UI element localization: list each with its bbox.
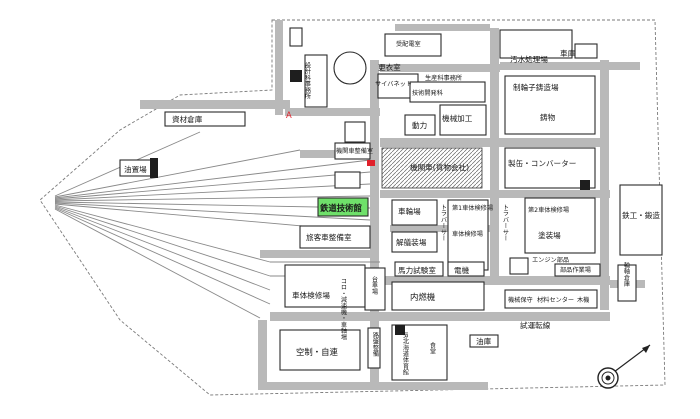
label-roadbed: 路盤整備	[372, 331, 379, 358]
wheel-shop-building	[391, 199, 438, 226]
label-traverser2: トラバーサー	[502, 204, 509, 241]
diesel-building	[391, 281, 485, 311]
label-woodwork: 木機	[577, 296, 589, 304]
label-test-run: 試運転線	[520, 320, 551, 330]
small-building	[289, 27, 303, 47]
label-wheel-shop: 車輪場	[398, 206, 421, 216]
label-cafeteria: 食堂	[429, 341, 436, 354]
wastewater-building	[499, 29, 573, 59]
garage-top-building	[574, 43, 598, 59]
parts-shop-building	[554, 263, 601, 277]
machining-building	[439, 104, 487, 136]
roundabout	[333, 51, 367, 85]
label-bogie-field: 台車場	[371, 275, 378, 295]
dark-block	[150, 158, 158, 178]
dark-block	[395, 325, 405, 335]
label-cyber: サイバネット	[375, 81, 412, 88]
casting-building	[504, 75, 596, 135]
label-motor-test: 馬力試験室	[398, 265, 436, 275]
label-fabrication: 製缶・コンバーター	[508, 158, 576, 168]
label-loco-shed: 機関車整備室	[336, 147, 373, 155]
disassembly-building	[391, 231, 438, 253]
label-electric: 電機	[454, 265, 470, 275]
dark-block	[290, 70, 302, 82]
label-loco-freight: 機関車(貨物会社)	[410, 162, 469, 172]
motor-test-building	[394, 261, 444, 277]
label-rail-tech-hall[interactable]: 鉄道技術館	[320, 203, 362, 213]
label-bogie-shop: 車体検修場	[292, 290, 330, 300]
label-disassembly: 解艤装場	[396, 237, 427, 247]
label-oil-store: 油置場	[124, 164, 147, 174]
control-building	[279, 329, 361, 371]
power-building	[404, 114, 436, 136]
label-power: 動力	[412, 120, 427, 130]
axle-store-building	[617, 264, 637, 302]
label-passenger-car: 旅客車整備室	[306, 232, 352, 242]
engine-room-building	[509, 257, 529, 275]
bogie-shop-building	[284, 264, 366, 308]
material-store-building	[164, 111, 246, 127]
label-iron-forging: 鉄工・鍛造	[622, 210, 660, 220]
compass-rose-icon	[597, 367, 619, 389]
label-tech-dev: 技術開発科	[412, 89, 443, 97]
label-parts-shop: 部品作業場	[560, 266, 591, 274]
design-office-building	[304, 54, 328, 108]
label-machine-guard: 機械保守	[508, 296, 533, 304]
label-body-shop: 車体検修場	[452, 230, 483, 238]
label-machining: 機械加工	[442, 113, 473, 123]
car-shop2-building	[524, 197, 596, 254]
loco-freight-building	[381, 147, 483, 189]
label-production-office: 生産科事務所	[425, 74, 462, 82]
label-wastewater: 汚水処理場	[510, 54, 548, 64]
material-center-building	[504, 289, 598, 309]
iron-forging-building	[619, 184, 663, 256]
electric-building	[447, 261, 485, 277]
road-network	[140, 20, 645, 390]
label-material-store: 資材倉庫	[172, 114, 203, 124]
label-locker: 更衣室	[378, 62, 401, 72]
label-wheel-casting: 制輪子鋳造場	[513, 82, 559, 92]
small-building	[334, 171, 361, 189]
label-marker-a: A	[286, 110, 292, 120]
label-car-shop2: 第2車体検修場	[528, 206, 569, 214]
small-building	[344, 121, 366, 143]
label-paint-shop: 塗装場	[538, 230, 561, 240]
bogie-field-building	[364, 267, 386, 311]
label-control: 空制・自連	[296, 347, 338, 357]
car-shop1-building	[447, 199, 489, 271]
roadbed-building	[367, 327, 381, 369]
label-casting: 鋳物	[540, 112, 556, 122]
tech-dev-building	[409, 81, 486, 103]
dark-block	[580, 180, 590, 190]
oil-store2-building	[469, 334, 499, 348]
label-traverser1: トラバーサー	[440, 204, 447, 241]
label-material-center: 材料センター	[537, 296, 574, 304]
map-labels: 受配電室 設計科事務所 更衣室 サイバネット 生産科事務所 技術開発科 汚水処理…	[124, 40, 660, 377]
label-diesel: 内燃機	[410, 292, 436, 302]
label-jr-gym: JR北海道体育館	[402, 331, 409, 377]
loco-shed-building	[334, 142, 371, 160]
label-oil-store2: 油庫	[476, 336, 492, 346]
label-substation: 受配電室	[396, 40, 421, 48]
label-roller-bearing: コロ・減速機・車軸場	[340, 278, 347, 341]
label-garage-top: 車庫	[560, 48, 576, 58]
label-car-shop1: 第1車体検修場	[452, 204, 493, 212]
label-axle-store: 輪軸倉庫	[623, 261, 630, 288]
passenger-car-building	[299, 225, 371, 249]
label-engine-room: エンジン部品	[532, 256, 569, 264]
red-marker	[367, 160, 375, 166]
substation-building	[384, 33, 442, 57]
rail-tech-hall-building[interactable]	[317, 197, 369, 217]
label-design: 設計科事務所	[304, 61, 311, 100]
